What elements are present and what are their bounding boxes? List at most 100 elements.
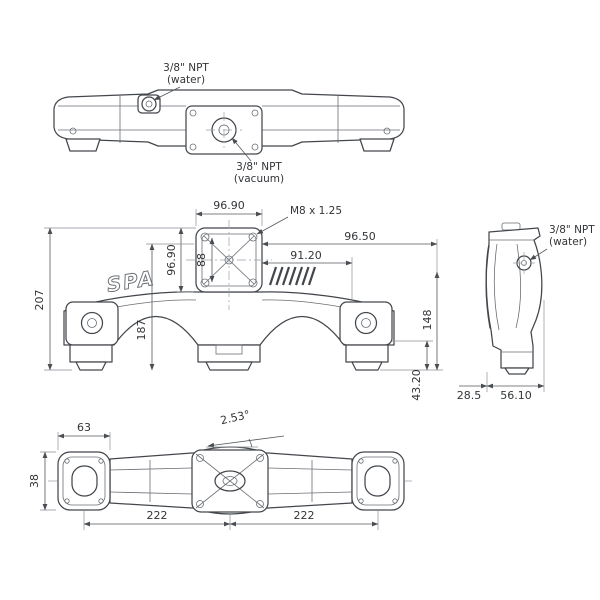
front-center-foot-slot: [215, 344, 243, 355]
front-left-port: [80, 311, 104, 335]
bottom-right-flange-inner: [356, 456, 400, 506]
thread-callout-text: M8 x 1.25: [290, 205, 342, 217]
dim-runner-height-text: 148: [421, 310, 434, 331]
side-shaded-edge: [485, 245, 491, 329]
dim-bottom-flange-height: 38: [28, 451, 56, 511]
side-inner-curves: [493, 243, 522, 331]
plate-bolt-hole: [251, 109, 259, 117]
dim-end-width-text: 63: [77, 421, 91, 434]
bolt-hole: [98, 458, 104, 464]
dim-overall-depth-text: 56.10: [500, 389, 532, 402]
bottom-center-flange: [191, 449, 269, 513]
dim-mid-height-text: 187: [135, 320, 148, 341]
front-right-foot: [345, 344, 389, 363]
flange-bolt-hole: [200, 232, 210, 242]
dim-bottom-flange-height-text: 38: [28, 474, 41, 488]
front-right-end-block: [339, 301, 393, 346]
water-port-top-bore: [145, 100, 153, 108]
dim-end-width: 63: [57, 421, 111, 450]
vent-slats: [268, 266, 317, 286]
dim-flange-width: 96.90: [195, 199, 263, 226]
npt-vacuum-label-line1: 3/8" NPT: [236, 161, 282, 173]
plate-bolt-hole: [251, 143, 259, 151]
flange-bolt-hole: [248, 232, 258, 242]
bolt-hole: [358, 458, 364, 464]
bolt-hole: [392, 498, 398, 504]
bottom-center-oval: [214, 470, 246, 492]
callout-thread: M8 x 1.25: [256, 205, 342, 235]
bolt-hole: [358, 498, 364, 504]
dim-flange-height-text: 96.90: [165, 244, 178, 276]
npt-vacuum-leader: [231, 137, 252, 162]
bolt-hole: [64, 498, 70, 504]
front-left-port-bore: [87, 318, 97, 328]
side-port-centerlines: [513, 252, 535, 274]
callout-npt-water-side: 3/8" NPT (water): [529, 224, 595, 261]
dim-span-right-text: 222: [294, 509, 315, 522]
flange-bolt-hole: [248, 278, 258, 288]
top-left-pin: [69, 127, 77, 135]
dim-bore: 88: [195, 237, 215, 283]
front-right-port-bore: [361, 318, 371, 328]
bottom-right-flange-outer: [351, 451, 405, 511]
flange-bolt-hole: [196, 454, 204, 462]
top-right-pin: [383, 127, 391, 135]
npt-water-top-leader: [153, 86, 181, 101]
dim-front-depth-text: 28.5: [457, 389, 482, 402]
callout-npt-vacuum: 3/8" NPT (vacuum): [231, 137, 284, 185]
top-left-tab: [65, 138, 101, 152]
bottom-runner-lines: [109, 460, 353, 502]
npt-water-side-label-line1: 3/8" NPT: [549, 224, 595, 236]
bolt-hole: [64, 458, 70, 464]
top-right-tab: [359, 138, 395, 152]
dim-angle: 2.53°: [206, 408, 285, 448]
bottom-center-cross: [195, 453, 265, 509]
side-detail-lines: [489, 239, 534, 353]
dim-runner-spans: 222 222: [83, 509, 379, 530]
bottom-left-flange: [57, 451, 111, 511]
dim-right-offset-text: 96.50: [344, 230, 376, 243]
water-port-boss: [137, 94, 161, 114]
npt-water-top-label-line1: 3/8" NPT: [163, 62, 209, 74]
flange-bolt-hole: [256, 500, 264, 508]
dim-foot-height: 43.20: [392, 340, 433, 401]
front-center-foot: [197, 344, 261, 363]
bolt-hole: [98, 498, 104, 504]
side-foot-tab: [504, 367, 530, 375]
dim-runner-height: 148: [380, 271, 443, 371]
bottom-right-slot: [364, 465, 391, 497]
front-feet: [69, 344, 389, 371]
npt-water-side-leader: [529, 248, 548, 261]
npt-water-top-label-line2: (water): [167, 74, 205, 86]
dim-angle-text: 2.53°: [219, 408, 251, 427]
dim-bore-text: 88: [195, 253, 208, 267]
dim-right-offset: 96.50: [261, 230, 438, 272]
npt-water-side-label-line2: (water): [549, 236, 587, 248]
bottom-center-oval-bore: [222, 476, 238, 486]
top-view: 3/8" NPT (water) 3/8" NPT (vacuum): [53, 62, 405, 185]
dim-side-depths: 28.5 56.10: [457, 300, 545, 402]
front-left-foot: [69, 344, 113, 363]
top-detail-lines: [58, 95, 400, 143]
npt-vacuum-label-line2: (vacuum): [234, 173, 284, 185]
brand-logo: SPA: [105, 266, 157, 297]
front-left-end-block: [65, 301, 119, 346]
plate-bolt-hole: [189, 143, 197, 151]
side-view: 3/8" NPT (water) 28.5 56.10: [457, 222, 595, 402]
front-right-foot-tab: [351, 361, 383, 371]
water-port-top: [141, 96, 157, 112]
dim-overall-height-text: 207: [33, 290, 46, 311]
bottom-left-flange-outer: [57, 451, 111, 511]
callout-npt-water-top: 3/8" NPT (water): [153, 62, 209, 101]
bottom-left-flange-inner: [62, 456, 106, 506]
front-center-foot-tab: [205, 361, 253, 371]
side-top-boss: [501, 222, 521, 231]
dim-flange-height: 96.90: [165, 227, 194, 293]
front-view: SPA 96.90 M8 x 1.25 96.90 9: [33, 199, 443, 401]
angle-arc: [248, 438, 253, 448]
dim-inner-width-text: 91.20: [290, 249, 322, 262]
dim-foot-height-text: 43.20: [410, 369, 423, 401]
flange-centerlines: [186, 220, 272, 310]
